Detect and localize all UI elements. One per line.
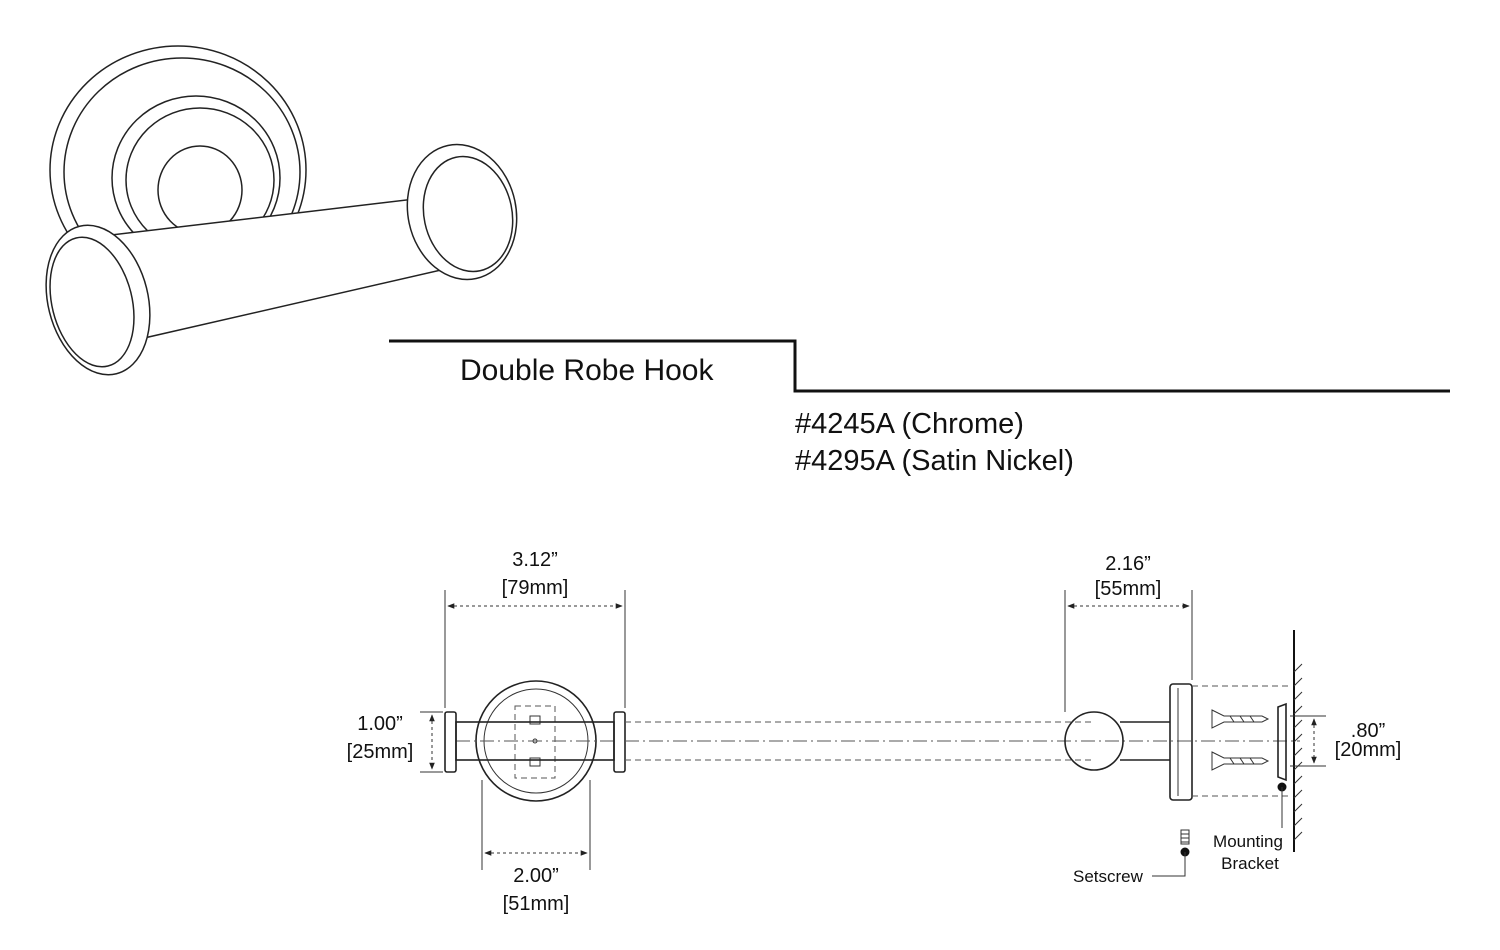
title-rule [389, 339, 1450, 393]
dim-overall-imperial: 3.12” [512, 549, 558, 571]
side-end-cap [1064, 711, 1124, 771]
wall-screw-upper [1211, 709, 1270, 729]
wall-screw-lower [1211, 751, 1270, 771]
mounting-bracket [1277, 702, 1287, 782]
product-title: Double Robe Hook [460, 354, 714, 387]
setscrew-icon [1180, 829, 1190, 845]
mounting-bracket-label-1: Mounting [1213, 832, 1283, 851]
product-illustration [45, 45, 518, 376]
front-right-cap [613, 711, 626, 773]
dim-height-imperial: 1.00” [357, 713, 403, 735]
front-view: 3.12” [79mm] 2.00” [51mm] 1.00” [25mm] [347, 549, 626, 915]
front-left-cap [444, 711, 457, 773]
mounting-bracket-label-2: Bracket [1221, 854, 1279, 873]
wall-hatch [1293, 663, 1303, 841]
dim-bracket-imperial: .80” [1351, 720, 1385, 742]
dim-overall-metric: [79mm] [502, 577, 569, 599]
side-flange [1169, 683, 1193, 801]
title-block: Double Robe Hook #4245A (Chrome) #4295A … [389, 339, 1450, 477]
dim-projection-imperial: 2.16” [1105, 553, 1151, 575]
sku-satin-nickel: #4295A (Satin Nickel) [795, 445, 1074, 477]
dim-height-metric: [25mm] [347, 741, 414, 763]
dim-projection-metric: [55mm] [1095, 578, 1162, 600]
dim-plate-imperial: 2.00” [513, 865, 559, 887]
dim-plate-metric: [51mm] [503, 893, 570, 915]
projection-lines [625, 721, 1300, 761]
setscrew-label: Setscrew [1073, 867, 1144, 886]
dim-bracket-metric: [20mm] [1335, 739, 1402, 761]
side-view: 2.16” [55mm] .80” [20mm] Setscrew Mounti… [1064, 553, 1402, 886]
right-end-cap [406, 143, 518, 281]
left-end-cap [45, 224, 151, 376]
sku-chrome: #4245A (Chrome) [795, 408, 1024, 440]
